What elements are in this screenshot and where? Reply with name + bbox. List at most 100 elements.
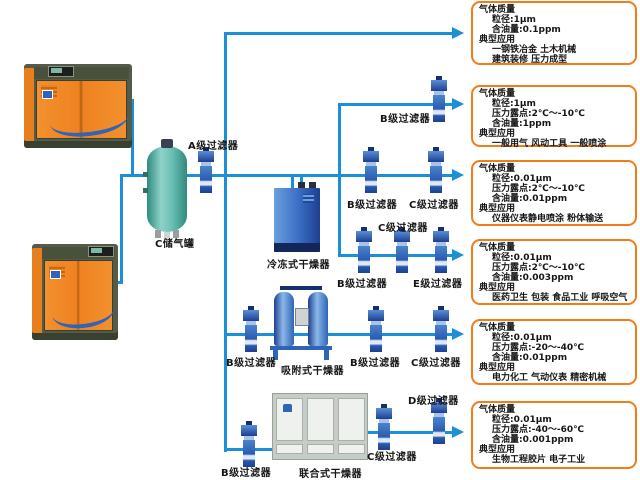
spec-dewpoint: 压力露点:2℃～-10℃	[492, 109, 585, 119]
spec-box: 气体质量 粒径:0.01μm 压力露点:-40～-60℃ 含油量:0.001pp…	[471, 401, 637, 469]
flow-arrow-icon	[452, 426, 464, 438]
spec-applications: 仪器仪表静电喷涂 粉体输送	[492, 214, 604, 224]
pipe	[338, 103, 341, 257]
filter-icon	[394, 227, 410, 273]
spec-title: 气体质量	[479, 323, 516, 333]
flow-arrow-icon	[452, 27, 464, 39]
spec-applications: 电力化工 气动仪表 精密机械	[492, 373, 607, 383]
filter-label: C级过滤器	[367, 452, 417, 463]
spec-box: 气体质量 粒径:0.01μm 压力露点:-20～-40℃ 含油量:0.01ppm…	[471, 319, 637, 385]
spec-particle: 粒径:0.01μm	[492, 253, 552, 263]
spec-title: 气体质量	[479, 5, 516, 15]
dryer-lower-panel	[307, 444, 334, 454]
compressor-logo	[42, 90, 53, 99]
pipe	[120, 174, 454, 177]
spec-oil: 含油量:1ppm	[492, 119, 552, 129]
pipe	[338, 103, 454, 106]
spec-box: 气体质量 粒径:0.01μm 压力露点:2℃～-10℃ 含油量:0.01ppm …	[471, 160, 637, 226]
filter-label: B级过滤器	[347, 200, 398, 211]
filter-icon	[241, 421, 257, 467]
screw-compressor-icon	[24, 64, 132, 148]
flow-arrow-icon	[452, 249, 464, 261]
flow-arrow-icon	[452, 98, 464, 110]
filter-icon	[433, 227, 449, 273]
filter-label: A级过滤器	[188, 141, 239, 152]
compressor-logo	[50, 270, 61, 279]
filter-icon	[431, 76, 447, 122]
spec-app-title: 典型应用	[479, 363, 516, 373]
spec-particle: 粒径:1μm	[492, 99, 536, 109]
spec-dewpoint: 压力露点:-20～-40℃	[492, 343, 585, 353]
dryer-logo	[283, 404, 292, 412]
flow-arrow-icon	[452, 169, 464, 181]
spec-box: 气体质量 粒径:1μm 含油量:0.1ppm 典型应用 一钢铁冶金 土木机械 建…	[471, 1, 637, 65]
filter-label: C级过滤器	[378, 223, 428, 234]
filter-icon	[376, 404, 392, 450]
spec-box: 气体质量 粒径:1μm 压力露点:2℃～-10℃ 含油量:1ppm 典型应用 一…	[471, 85, 637, 149]
refrigerated-dryer-label: 冷冻式干燥器	[267, 260, 330, 271]
spec-particle: 粒径:0.01μm	[492, 333, 552, 343]
pipe	[291, 176, 294, 192]
compressor-doors	[36, 80, 127, 139]
tank-label: C储气罐	[155, 239, 195, 250]
adsorption-dryer-label: 吸附式干燥器	[281, 366, 344, 377]
combined-dryer-label: 联合式干燥器	[299, 469, 362, 480]
pipe	[224, 333, 454, 336]
spec-title: 气体质量	[479, 89, 516, 99]
compressor-display	[88, 246, 114, 257]
pipe	[120, 174, 123, 284]
dryer-legs	[273, 349, 278, 360]
dryer-lower-panel	[276, 444, 303, 454]
spec-applications: 生物工程胶片 电子工业	[492, 455, 586, 465]
spec-title: 气体质量	[479, 243, 516, 253]
dryer-frame	[270, 346, 332, 350]
compressor-side-panel	[32, 248, 42, 333]
filter-label: C级过滤器	[411, 358, 461, 369]
compressor-side-panel	[24, 68, 34, 141]
spec-app-title: 典型应用	[479, 283, 516, 293]
pipe	[364, 431, 454, 434]
spec-oil: 含油量:0.001ppm	[492, 435, 574, 445]
dryer-lower-panel	[338, 444, 365, 454]
spec-oil: 含油量:0.01ppm	[492, 353, 568, 363]
spec-title: 气体质量	[479, 405, 516, 415]
spec-oil: 含油量:0.003ppm	[492, 273, 574, 283]
spec-box: 气体质量 粒径:0.01μm 压力露点:2℃～-10℃ 含油量:0.003ppm…	[471, 239, 637, 305]
spec-particle: 粒径:0.01μm	[492, 415, 552, 425]
tank-port	[143, 172, 148, 177]
spec-particle: 粒径:1μm	[492, 15, 536, 25]
refrigerated-dryer-icon	[274, 182, 320, 252]
filter-label: B级过滤器	[221, 468, 272, 479]
adsorption-dryer-icon	[270, 284, 332, 360]
spec-dewpoint: 压力露点:2℃～-10℃	[492, 263, 585, 273]
spec-particle: 粒径:0.01μm	[492, 174, 552, 184]
filter-icon	[198, 147, 214, 193]
filter-icon	[431, 398, 447, 444]
spec-dewpoint: 压力露点:-40～-60℃	[492, 425, 585, 435]
dryer-tower	[274, 292, 294, 346]
filter-icon	[363, 147, 379, 193]
filter-label: E级过滤器	[413, 279, 463, 290]
dryer-control-box	[295, 308, 309, 326]
spec-dewpoint: 压力露点:2℃～-10℃	[492, 184, 585, 194]
pipe	[224, 32, 227, 452]
filter-label: B级过滤器	[226, 358, 277, 369]
dryer-door	[338, 398, 365, 441]
dryer-top-pipe	[280, 286, 322, 290]
spec-app-title: 典型应用	[479, 445, 516, 455]
dryer-door	[307, 398, 334, 441]
filter-icon	[356, 227, 372, 273]
spec-applications: 一钢铁冶金 土木机械	[492, 45, 577, 55]
filter-label: B级过滤器	[337, 279, 388, 290]
pipe	[131, 100, 134, 176]
pipe	[113, 281, 123, 284]
filter-icon	[428, 147, 444, 193]
compressor-display	[48, 66, 74, 77]
filter-label: B级过滤器	[350, 358, 401, 369]
spec-app-title: 典型应用	[479, 129, 516, 139]
filter-icon	[433, 306, 449, 352]
combined-dryer-icon	[272, 393, 368, 460]
spec-applications: 医药卫生 包装 食品工业 呼吸空气	[492, 293, 628, 303]
spec-applications: 一般用气 风动工具 一般喷涂	[492, 139, 607, 149]
